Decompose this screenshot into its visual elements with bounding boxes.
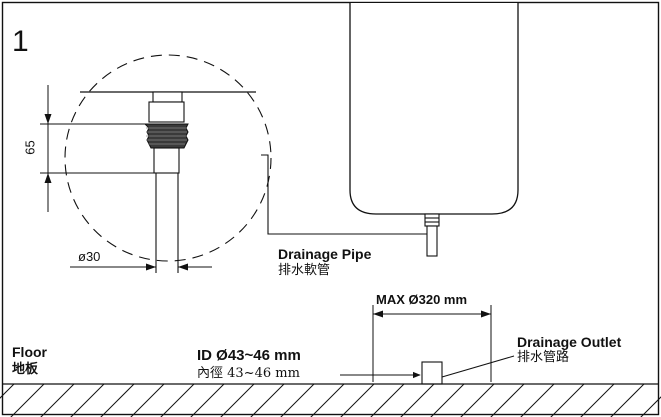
- valve-fitting: [80, 91, 256, 174]
- drainage-outlet-box: [421, 361, 443, 385]
- floor-label-zh: 地板: [12, 362, 39, 377]
- floor-label: Floor: [12, 344, 47, 360]
- floor-hatching: [0, 384, 661, 417]
- diameter-dimension-label: ø30: [78, 249, 101, 264]
- drainage-pipe-label: Drainage Pipe: [278, 246, 372, 262]
- drainage-outlet-label-zh: 排水管路: [517, 350, 570, 365]
- inner-diameter-label-zh: 內徑 43~46 mm: [197, 366, 300, 381]
- diameter-dimension: [70, 263, 212, 271]
- drain-valve: [424, 213, 440, 257]
- hose-detail: [155, 173, 179, 273]
- drainage-outlet-label: Drainage Outlet: [517, 334, 622, 350]
- step-number: 1: [12, 25, 29, 58]
- drainage-pipe-label-zh: 排水軟管: [278, 263, 331, 278]
- height-dimension: [40, 85, 156, 212]
- outlet-leader-line: [441, 355, 515, 378]
- inner-diameter-label: ID Ø43~46 mm: [197, 347, 301, 364]
- height-dimension-label: 65: [22, 140, 38, 155]
- max-distance-dimension: [372, 305, 492, 382]
- detail-circle: [64, 54, 272, 262]
- water-heater-tank: [349, 3, 519, 215]
- max-distance-label: MAX Ø320 mm: [376, 292, 468, 307]
- drainage-pipe-line: [261, 154, 427, 235]
